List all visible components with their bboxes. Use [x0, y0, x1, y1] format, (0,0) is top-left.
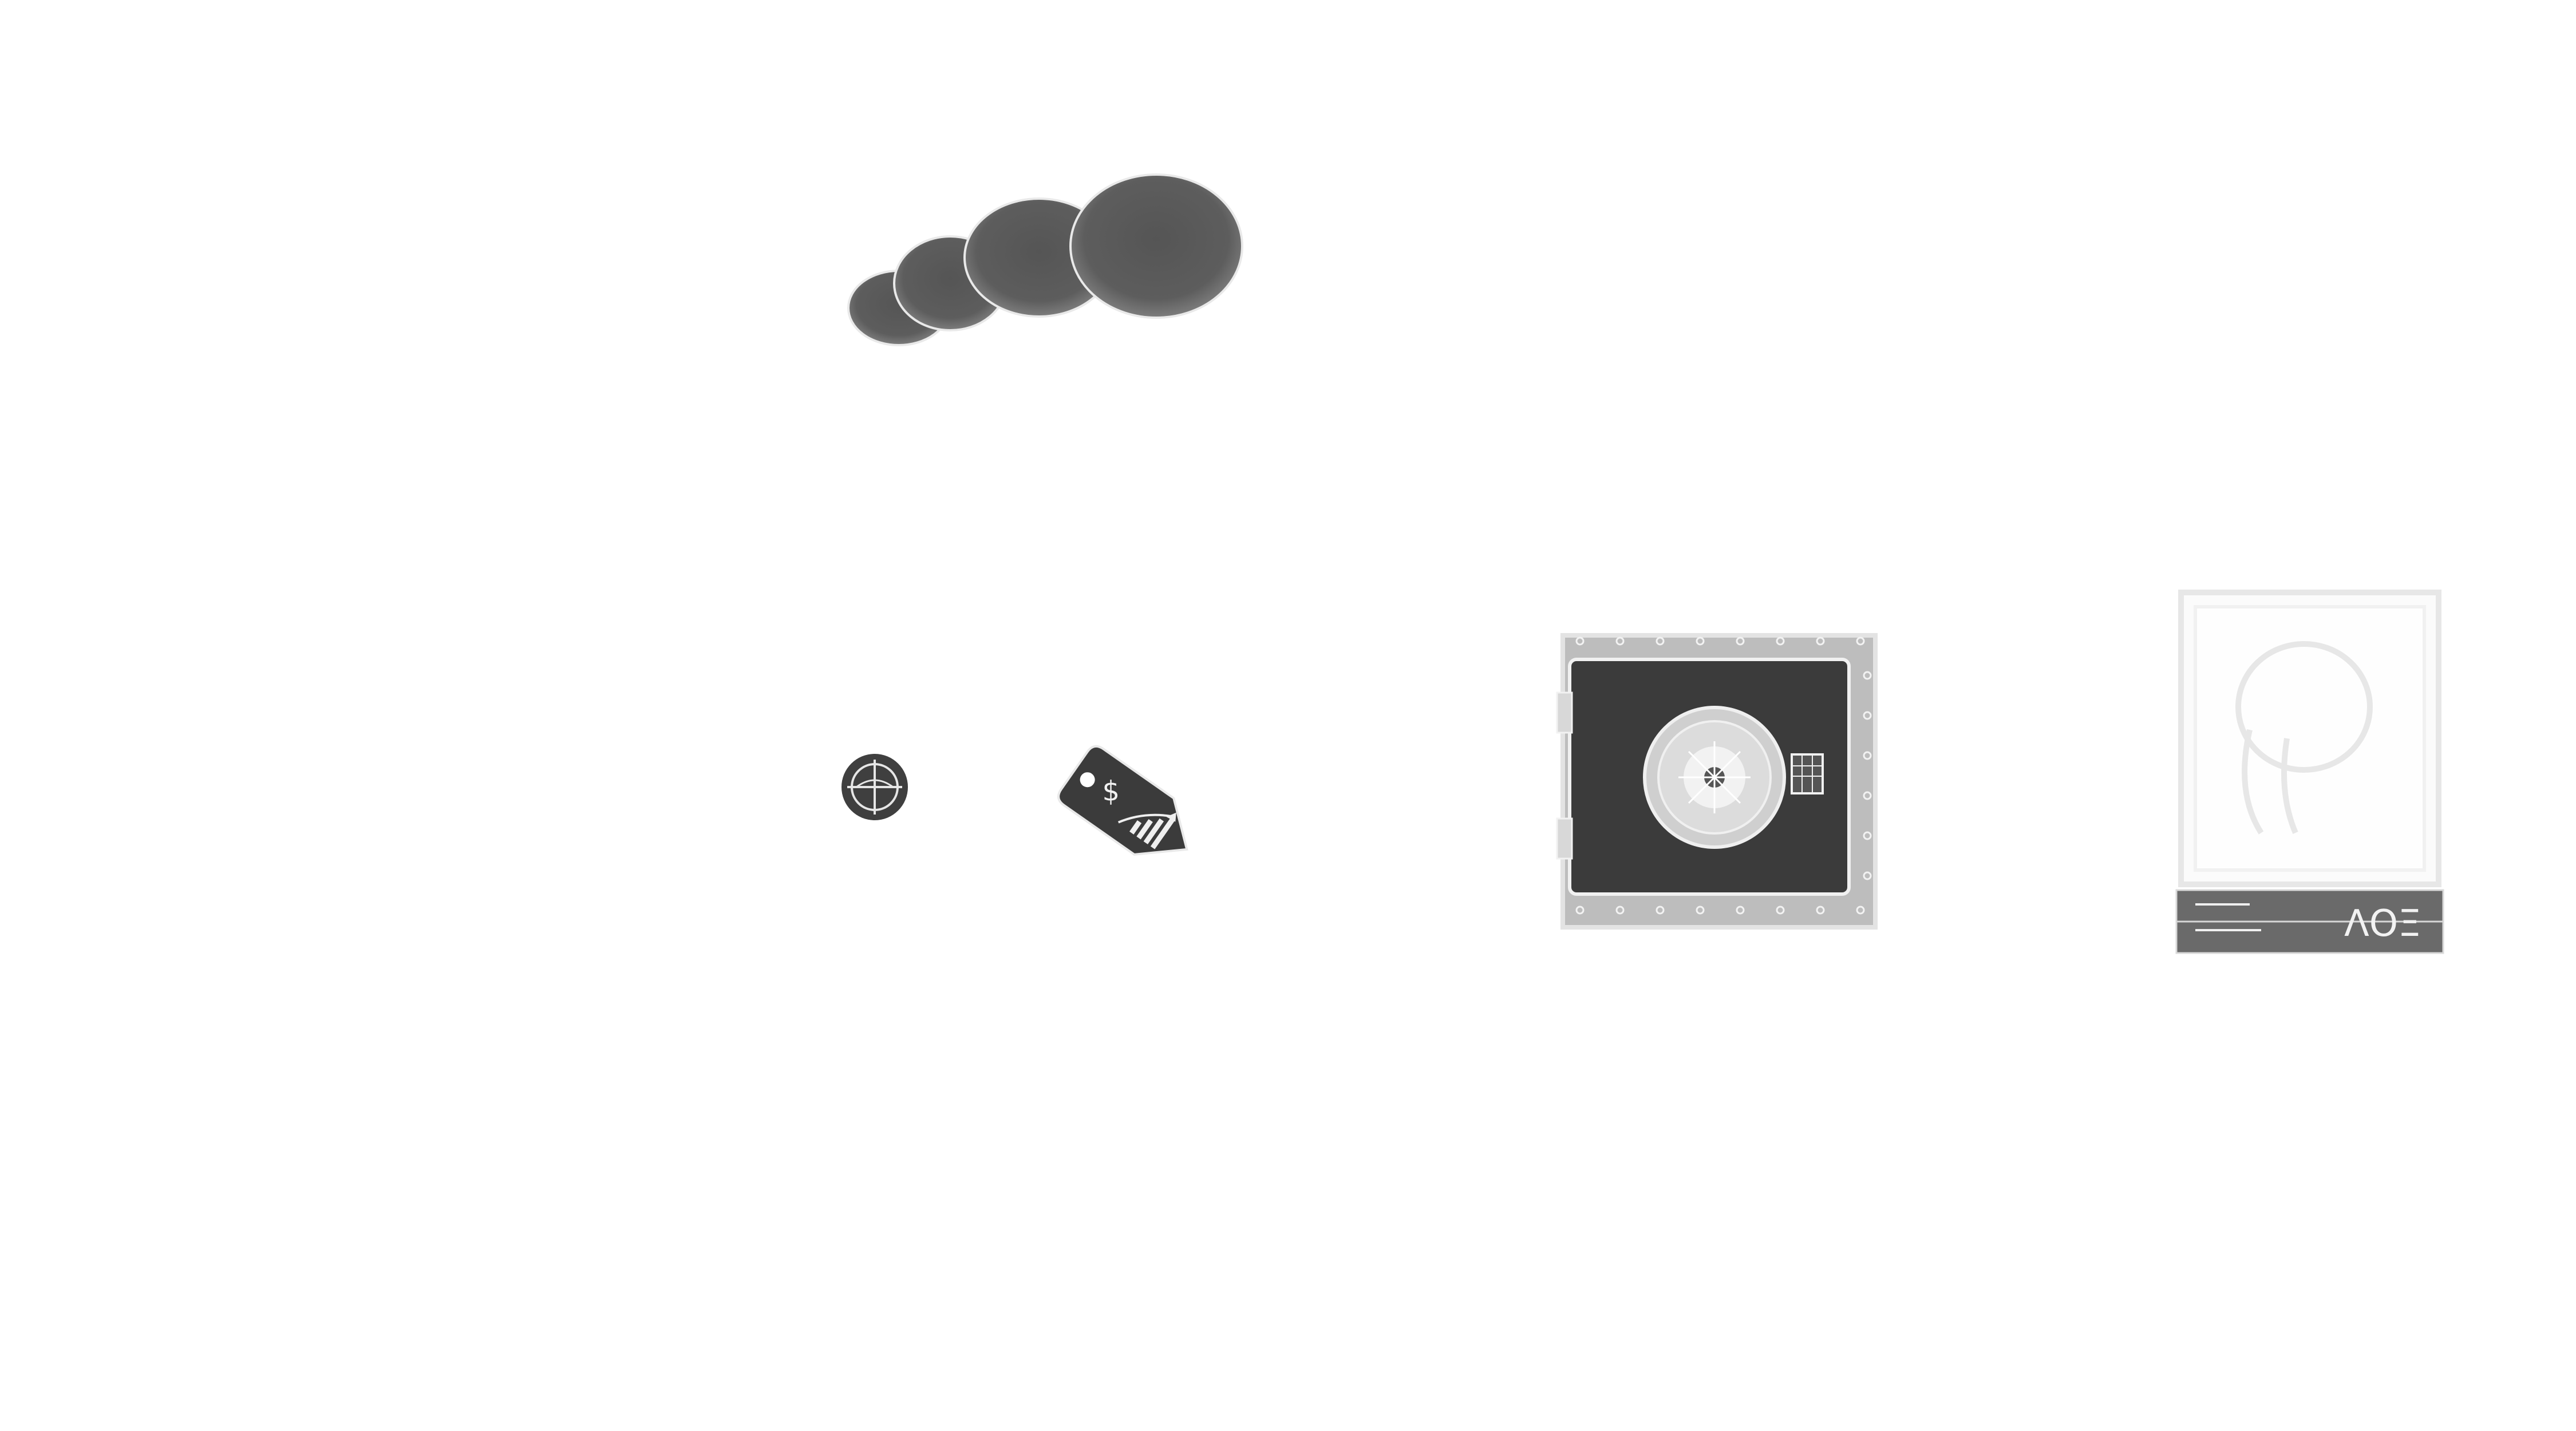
dollar-symbol: $ [1102, 776, 1120, 808]
watch-box-label: ΛΟΞ [2344, 903, 2421, 945]
cloud-icon[interactable] [836, 166, 1248, 355]
price-tag-icon[interactable]: $ [1048, 738, 1214, 881]
globe-icon[interactable] [839, 752, 910, 823]
safe-vault-icon[interactable] [1546, 624, 1889, 944]
watch-box-icon[interactable]: ΛΟΞ [2170, 587, 2450, 959]
